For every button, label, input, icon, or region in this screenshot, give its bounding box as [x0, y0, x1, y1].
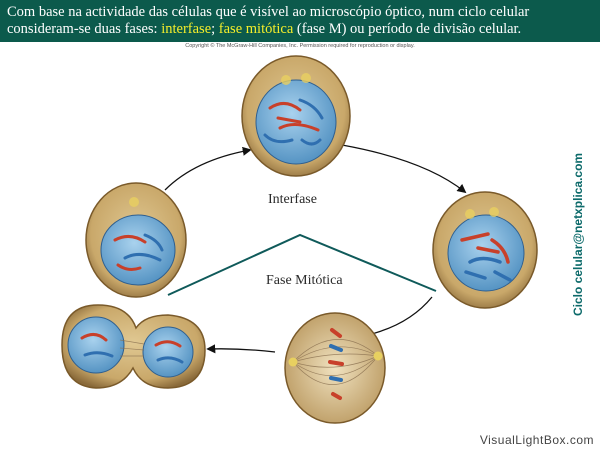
copyright-notice: Copyright © The McGraw-Hill Companies, I…: [185, 43, 415, 49]
label-fase-mitotica: Fase Mitótica: [266, 273, 343, 288]
term-interfase: interfase: [161, 21, 212, 37]
header-line-2: consideram-se duas fases: interfase; fas…: [7, 21, 522, 37]
label-interfase: Interfase: [268, 192, 317, 207]
cell-top: [241, 55, 351, 177]
arrow-top-left: [164, 146, 252, 191]
arrow-bottom-left: [206, 344, 276, 354]
header-line-1: Com base na actividade das células que é…: [7, 4, 530, 20]
cell-left: [85, 182, 187, 298]
term-fase-mitotica: fase mitótica: [218, 21, 294, 37]
cell-bottom-metaphase: [284, 312, 386, 424]
cell-lower-left-telophase: [61, 304, 206, 389]
watermark: VisualLightBox.com: [479, 433, 594, 447]
phase-divider-line: [167, 233, 437, 296]
header-banner: Com base na actividade das células que é…: [0, 0, 600, 42]
side-credit: Ciclo celular@netxplica.com: [571, 152, 585, 316]
arrow-top-right: [341, 144, 467, 194]
cell-right: [432, 191, 538, 309]
